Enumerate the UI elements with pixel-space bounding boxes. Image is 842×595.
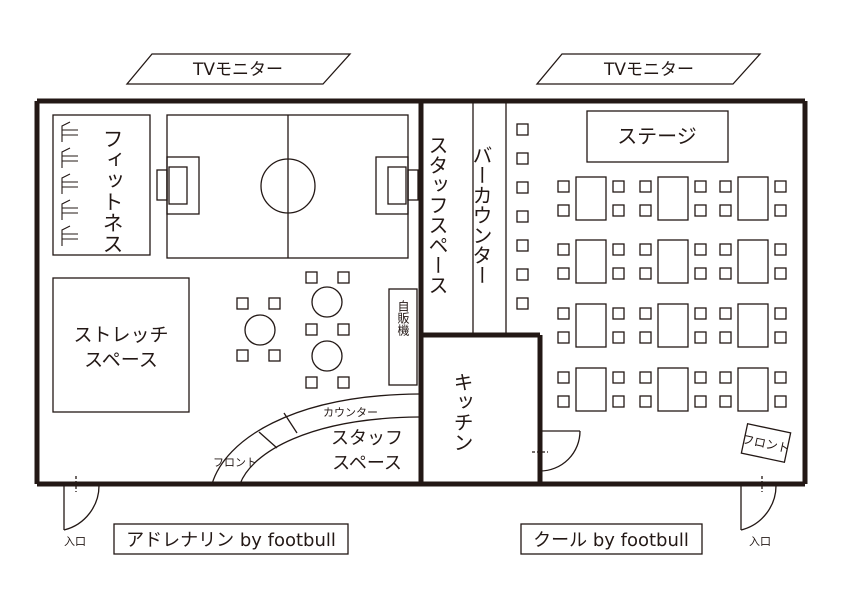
svg-text:TVモニター: TVモニター [192,60,283,80]
round-table-group [236,271,350,389]
svg-text:アドレナリン by footbull: アドレナリン by footbull [126,530,336,551]
stretch-space: ストレッチ スペース [52,277,190,413]
left-venue-name: アドレナリン by footbull [113,523,349,555]
svg-text:入口: 入口 [749,535,771,548]
bar-counter: バーカウンター [469,101,529,335]
svg-text:バーカウンター: バーカウンター [469,145,493,285]
entrance-right: 入口 [740,476,777,548]
stage: ステージ [586,110,729,163]
curved-counter: カウンター フロント スタッフ スペース [211,393,420,485]
soccer-pitch [156,114,419,259]
dining-tables [557,176,787,412]
svg-text:スタッフスペース: スタッフスペース [425,135,449,295]
entrance-left: 入口 [63,476,100,548]
svg-text:スペース: スペース [84,349,158,371]
kitchen: キッチン [450,372,581,472]
tv-monitor-right: TVモニター [535,53,762,85]
svg-text:クール by footbull: クール by footbull [533,530,689,551]
front-desk-right: フロント [740,422,792,464]
fitness-area: フィットネス [52,114,151,256]
right-venue-name: クール by footbull [520,523,703,555]
svg-text:カウンター: カウンター [323,406,378,419]
svg-text:フロント: フロント [741,432,791,456]
staff-space-right: スタッフスペース [425,101,474,335]
outer-walls [34,98,808,487]
vending-machine: 自販機 [388,288,418,386]
svg-text:入口: 入口 [64,535,86,548]
svg-text:スタッフ: スタッフ [331,428,403,449]
svg-text:フロント: フロント [213,456,257,469]
svg-text:スペース: スペース [332,453,402,474]
svg-text:ステージ: ステージ [617,124,697,148]
svg-text:TVモニター: TVモニター [603,60,694,80]
tv-monitor-left: TVモニター [125,53,352,85]
svg-text:自販機: 自販機 [396,300,410,336]
svg-text:ストレッチ: ストレッチ [73,324,168,346]
fitness-machine-icon [61,121,78,246]
svg-text:キッチン: キッチン [450,372,474,452]
fitness-label: フィットネス [100,128,124,254]
